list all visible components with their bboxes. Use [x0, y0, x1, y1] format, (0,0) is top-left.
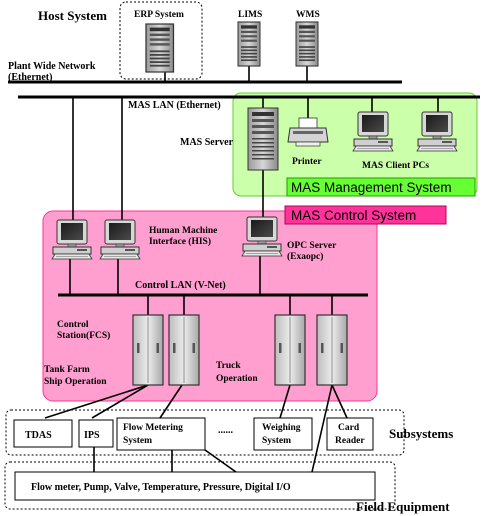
truck-operation-label: Truck: [216, 361, 241, 371]
fcs-sublabel: Station(FCS): [57, 330, 110, 341]
hmi-label: Human Machine: [149, 226, 217, 236]
fcs-cabinet-icon[interactable]: [316, 314, 348, 386]
wms-label: WMS: [296, 10, 320, 20]
mas-server-label: MAS Server: [180, 137, 234, 148]
card-reader-label: Card: [338, 423, 360, 433]
his-pc-icon[interactable]: [51, 219, 93, 260]
tdas-box[interactable]: [13, 419, 73, 448]
card-reader-box[interactable]: [326, 417, 374, 451]
weighing-system-label: Weighing: [262, 423, 301, 433]
fcs-cabinet-icon[interactable]: [168, 314, 200, 386]
printer-icon[interactable]: [287, 117, 329, 147]
host-system-box: [119, 1, 203, 80]
wms-server-icon[interactable]: [295, 21, 319, 67]
card-reader-sublabel: Reader: [335, 436, 365, 446]
his-pc-icon[interactable]: [99, 219, 141, 260]
host-system-title: Host System: [38, 8, 107, 23]
tank-farm-sublabel: Ship Operation: [44, 377, 107, 387]
tank-farm-label: Tank Farm: [44, 365, 90, 375]
truck-operation-sublabel: Operation: [216, 374, 258, 384]
control-lan-label: Control LAN (V-Net): [135, 280, 226, 291]
erp-system-label: ERP System: [134, 10, 184, 20]
fcs-label: Control: [57, 320, 89, 330]
mas-lan-label: MAS LAN (Ethernet): [128, 100, 221, 111]
tdas-label: TDAS: [25, 430, 52, 441]
lims-server-icon[interactable]: [237, 21, 261, 67]
more-subsystems-ellipsis: ......: [218, 425, 234, 436]
ips-label: IPS: [84, 430, 100, 441]
ips-box[interactable]: [78, 419, 114, 448]
weighing-system-box[interactable]: [253, 417, 313, 451]
mas-client-pc-icon[interactable]: [352, 111, 394, 152]
mas-control-title: MAS Control System: [291, 208, 416, 223]
opc-server-pc-icon[interactable]: [241, 216, 283, 257]
subsystems-box: [5, 409, 405, 456]
field-devices-box[interactable]: [14, 471, 376, 501]
mas-client-pcs-label: MAS Client PCs: [362, 161, 429, 171]
field-equipment-title: Field Equipment: [356, 499, 450, 514]
opc-server-sublabel: (Exaopc): [287, 251, 323, 262]
mas-management-title: MAS Management System: [291, 180, 452, 195]
lims-label: LIMS: [238, 10, 262, 20]
mas-server-icon[interactable]: [247, 107, 279, 171]
plant-wide-network-sublabel: (Ethernet): [8, 72, 52, 83]
flow-metering-box[interactable]: [116, 417, 206, 451]
weighing-system-sublabel: System: [262, 436, 291, 446]
mas-client-pc-icon[interactable]: [416, 111, 458, 152]
fcs-cabinet-icon[interactable]: [274, 314, 306, 386]
mas-control-banner: [284, 205, 447, 225]
printer-label: Printer: [292, 157, 322, 167]
mas-management-banner: [286, 177, 476, 197]
field-equipment-box: [4, 461, 396, 510]
hmi-sublabel: Interface (HIS): [149, 236, 211, 247]
field-devices-label: Flow meter, Pump, Valve, Temperature, Pr…: [31, 482, 291, 493]
flow-metering-sublabel: System: [123, 436, 152, 446]
opc-server-label: OPC Server: [287, 241, 337, 251]
subsystems-title: Subsystems: [389, 426, 453, 441]
erp-server-icon[interactable]: [145, 23, 175, 73]
flow-metering-label: Flow Metering: [123, 423, 183, 433]
fcs-cabinet-icon[interactable]: [132, 314, 164, 386]
plant-wide-network-label: Plant Wide Network: [8, 61, 96, 72]
